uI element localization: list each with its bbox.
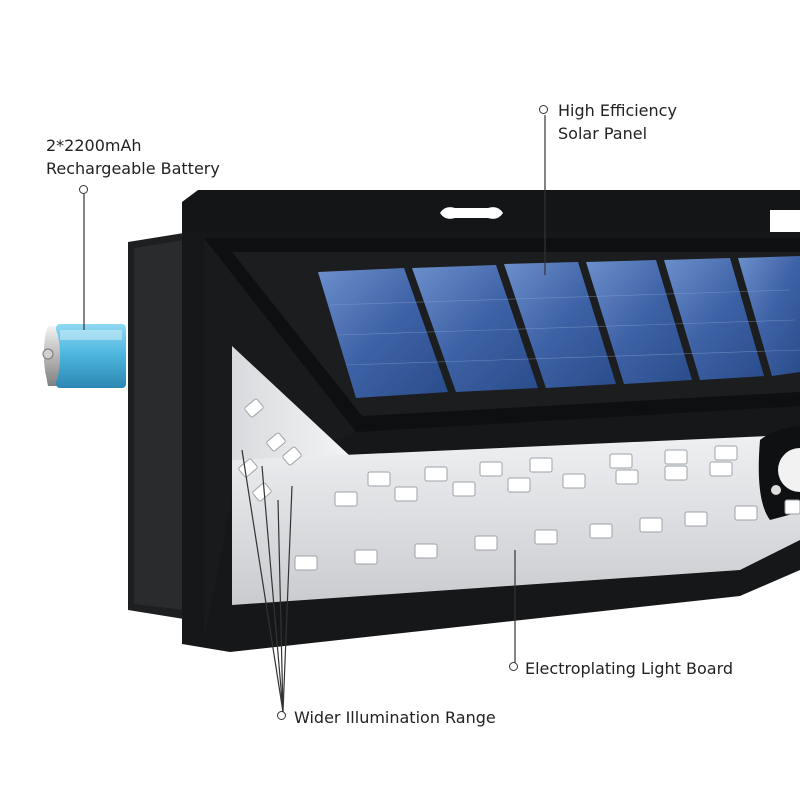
solar-label-line1: High Efficiency: [558, 101, 677, 120]
callout-lines: [83, 115, 546, 713]
light-board-label: Electroplating Light Board: [525, 659, 734, 678]
battery-label-line2: Rechargeable Battery: [46, 159, 220, 178]
housing-notch: [440, 207, 503, 219]
back-plate-edge: [134, 240, 184, 610]
solar-panel-label: High Efficiency Solar Panel: [558, 99, 677, 145]
solar-grid: [329, 289, 800, 366]
battery: [42, 324, 126, 388]
side-leds: [238, 398, 302, 502]
board-callout-marker: [509, 662, 518, 671]
battery-callout-marker: [79, 185, 88, 194]
battery-label: 2*2200mAh Rechargeable Battery: [46, 134, 220, 180]
illumination-label: Wider Illumination Range: [294, 708, 496, 727]
range-callout-marker: [277, 711, 286, 720]
solar-label-line2: Solar Panel: [558, 124, 648, 143]
solar-callout-marker: [539, 105, 548, 114]
led-array: [294, 445, 800, 571]
battery-label-line1: 2*2200mAh: [46, 136, 142, 155]
solar-cells: [318, 256, 800, 398]
led-board-left-wing: [232, 346, 350, 605]
motion-sensor-lens: [778, 448, 800, 492]
